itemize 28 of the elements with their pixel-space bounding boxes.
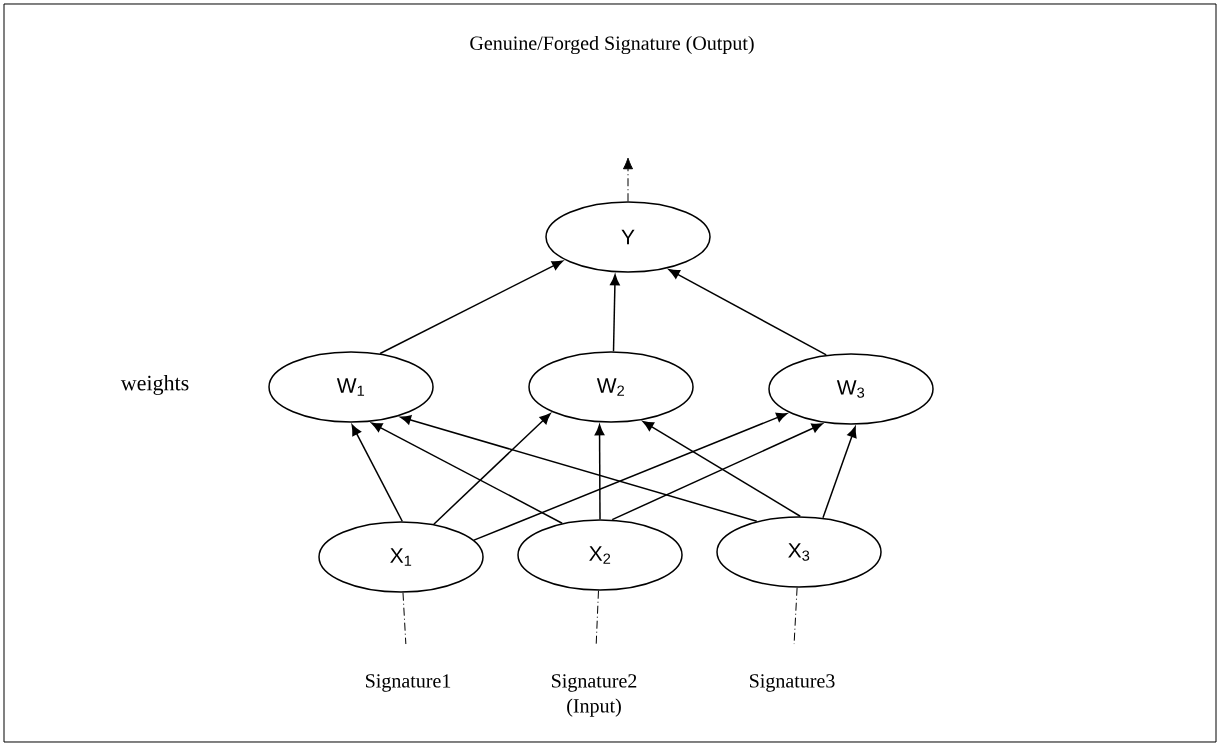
arrow <box>473 412 788 541</box>
dash-dot-line <box>595 590 599 645</box>
input-label: Signature1 <box>366 674 451 692</box>
input-label: Signature2 (Input) <box>552 674 637 717</box>
arrow <box>371 422 563 524</box>
layer-label: weights <box>120 375 189 395</box>
ellipse-node: Y <box>545 201 711 273</box>
arrow <box>351 424 403 522</box>
arrow <box>399 415 758 522</box>
arrow <box>433 413 551 525</box>
arrow <box>610 274 620 352</box>
arrow <box>668 269 827 356</box>
arrow <box>611 423 823 521</box>
ellipse-node: X$_{1}$ <box>318 521 484 593</box>
arrow <box>379 260 563 355</box>
ellipse-node: W$_{2}$ <box>528 351 694 423</box>
arrow <box>642 421 801 517</box>
input-label: Signature3 <box>750 674 835 692</box>
ellipse-node: X$_{3}$ <box>716 516 882 588</box>
arrow <box>822 426 857 519</box>
ellipse-node: W$_{3}$ <box>768 353 934 425</box>
title: Genuine/Forged Signature (Output) <box>470 35 754 55</box>
arrow <box>622 157 634 202</box>
dash-dot-line <box>793 587 798 645</box>
ellipse-node: W$_{1}$ <box>268 351 434 423</box>
dash-dot-line <box>402 592 407 645</box>
ellipse-node: X$_{2}$ <box>517 519 683 591</box>
arrow <box>594 424 605 520</box>
